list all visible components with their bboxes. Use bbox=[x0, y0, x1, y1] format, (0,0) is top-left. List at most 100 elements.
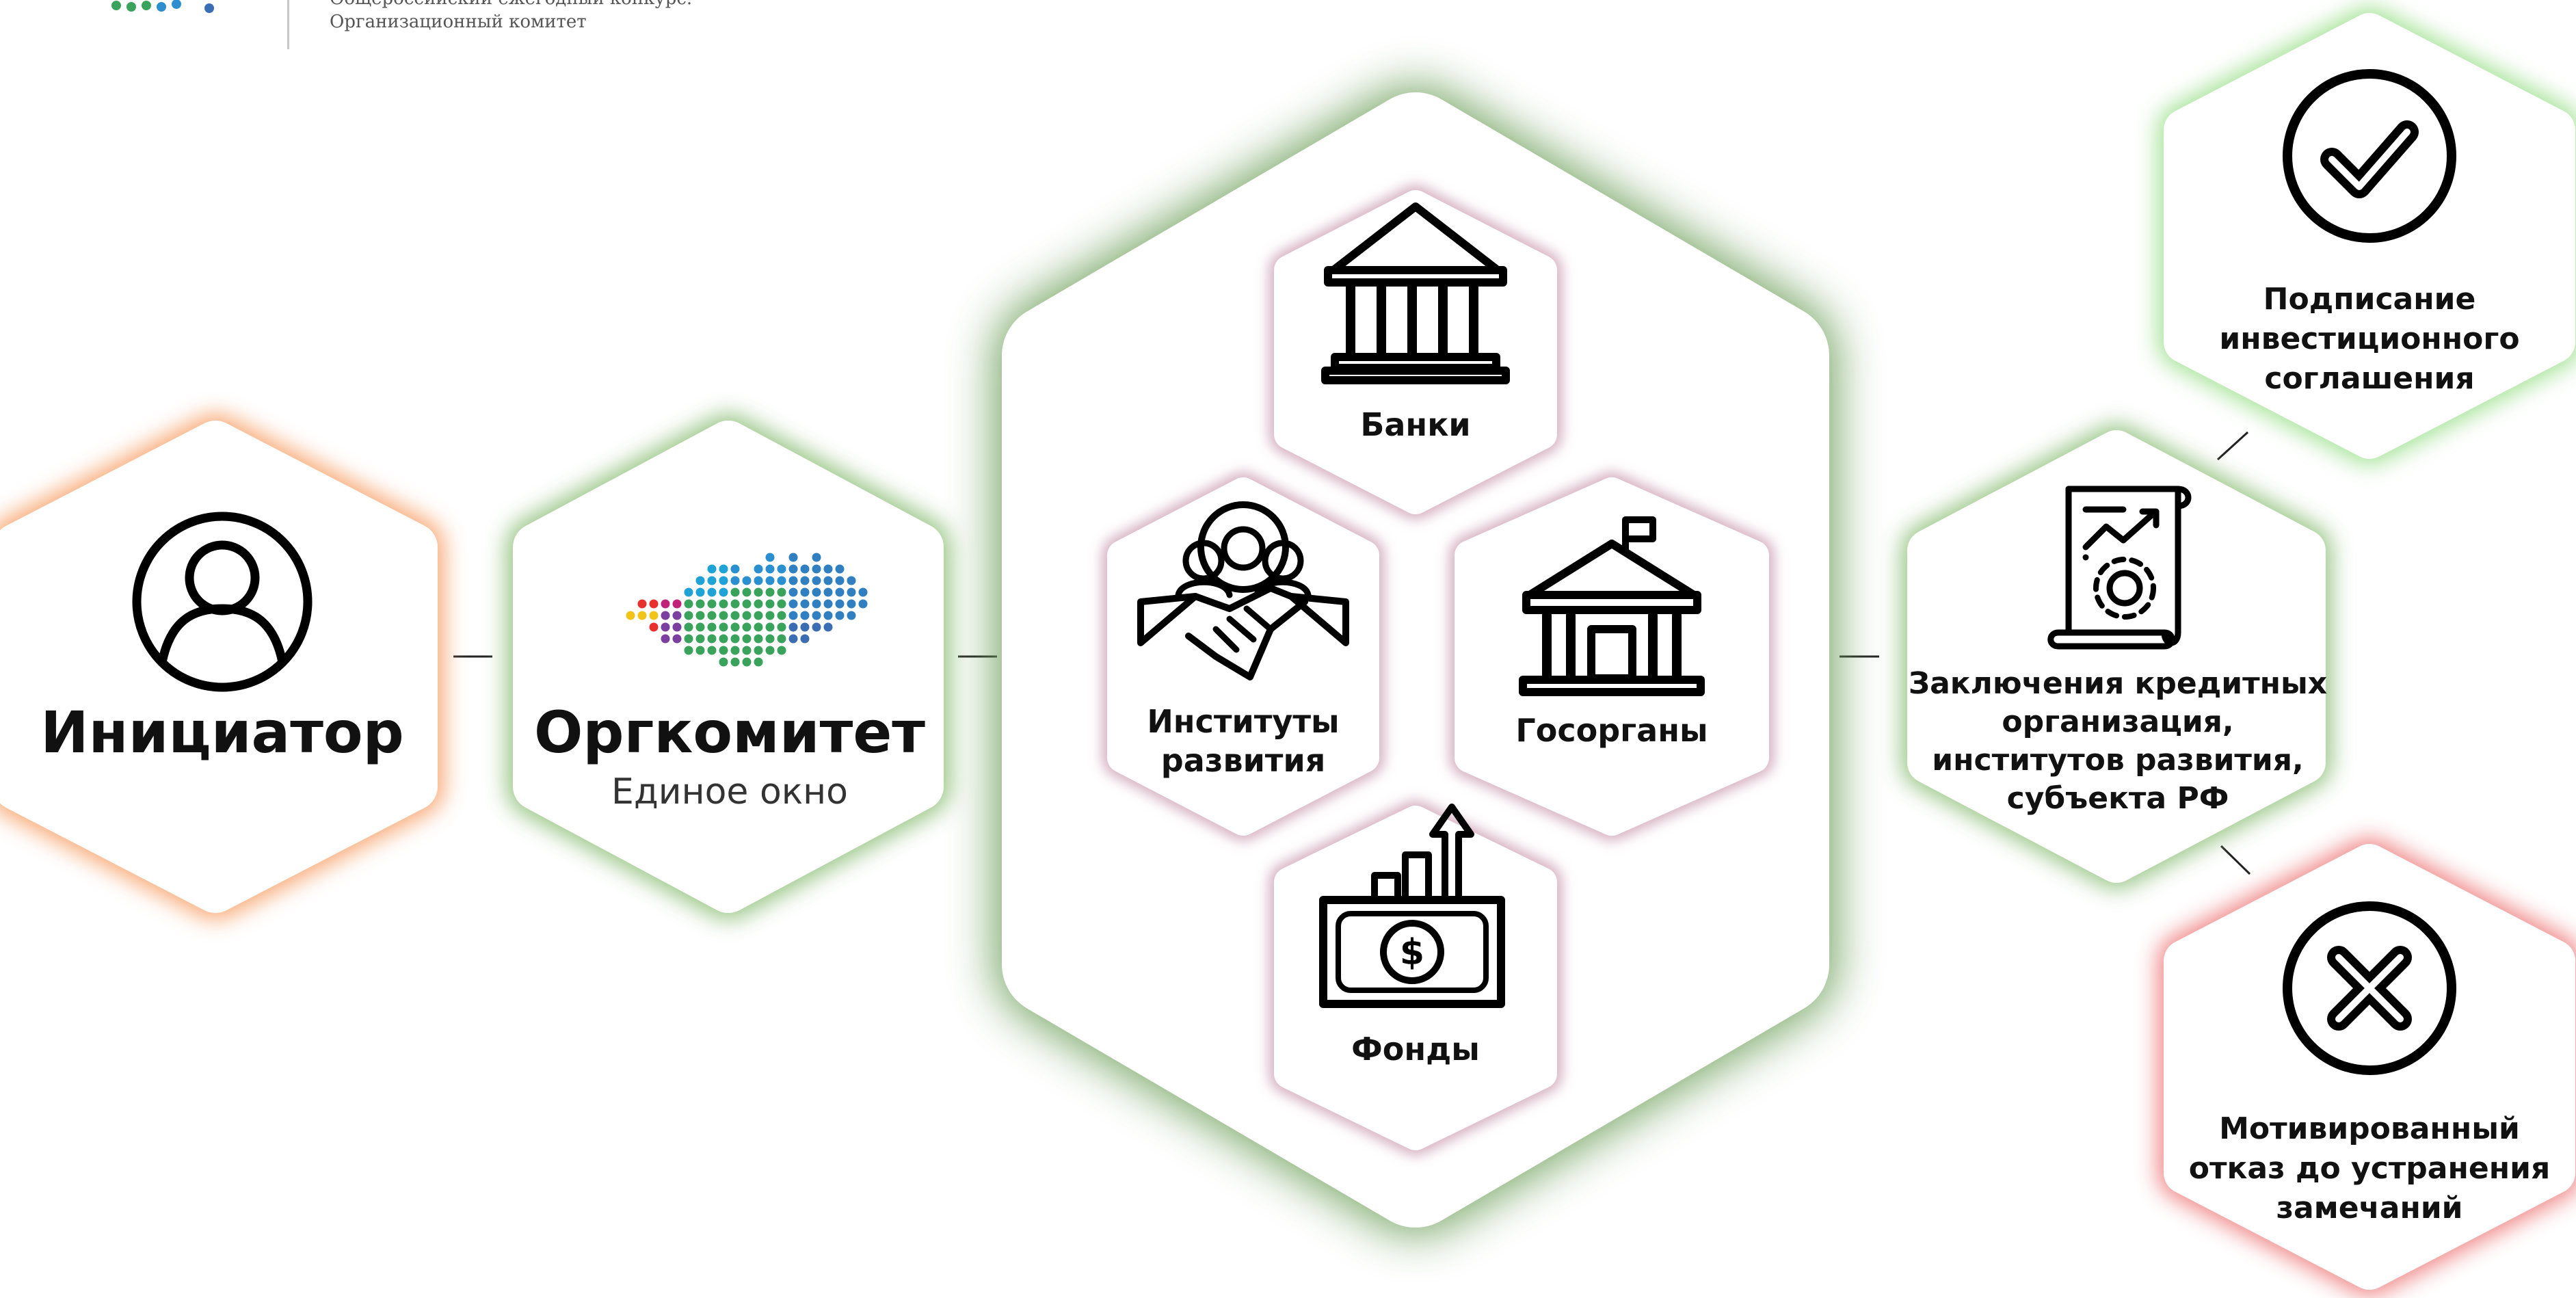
institutes-line1: Институты bbox=[1147, 703, 1339, 740]
map-dot bbox=[661, 611, 670, 620]
map-dot bbox=[754, 646, 763, 655]
signing-line1: Подписание bbox=[2263, 282, 2476, 317]
map-dot bbox=[707, 599, 717, 609]
map-dot bbox=[835, 587, 845, 597]
map-dot bbox=[637, 599, 647, 609]
map-dot bbox=[823, 576, 833, 585]
map-dot bbox=[765, 587, 775, 597]
connector-to-signing bbox=[2216, 431, 2249, 461]
map-dot bbox=[788, 611, 798, 620]
svg-text:$: $ bbox=[1400, 932, 1424, 973]
initiator-node[interactable]: Инициатор bbox=[0, 414, 444, 920]
gov-node[interactable]: Госорганы bbox=[1449, 472, 1775, 841]
map-dot bbox=[788, 587, 798, 597]
map-dot bbox=[777, 599, 786, 609]
map-dot bbox=[754, 657, 763, 667]
institutes-node[interactable]: Институты развития bbox=[1102, 472, 1385, 841]
map-dot bbox=[788, 576, 798, 585]
map-dot bbox=[695, 646, 705, 655]
initiator-label: Инициатор bbox=[40, 699, 404, 766]
map-dot bbox=[730, 646, 740, 655]
map-dot bbox=[754, 576, 763, 585]
map-dot bbox=[672, 634, 682, 644]
map-dot bbox=[719, 587, 728, 597]
map-dot bbox=[695, 587, 705, 597]
map-dot bbox=[661, 599, 670, 609]
map-dot bbox=[812, 553, 821, 562]
map-dot bbox=[823, 611, 833, 620]
map-dot bbox=[637, 611, 647, 620]
map-dot bbox=[719, 622, 728, 632]
orgcommittee-node[interactable]: Оргкомитет Единое окно bbox=[506, 414, 951, 920]
refusal-node[interactable]: Мотивированный отказ до устранения замеч… bbox=[2157, 838, 2576, 1296]
signing-line2: инвестиционного bbox=[2219, 321, 2519, 356]
map-dot bbox=[695, 576, 705, 585]
map-dot bbox=[788, 564, 798, 574]
map-dot bbox=[812, 576, 821, 585]
map-dot bbox=[707, 587, 717, 597]
russia-map-logo bbox=[626, 553, 868, 667]
conclusions-node[interactable]: Заключения кредитных организация, инстит… bbox=[1901, 424, 2332, 889]
map-dot bbox=[812, 564, 821, 574]
gov-label: Госорганы bbox=[1515, 712, 1708, 749]
map-dot bbox=[730, 599, 740, 609]
map-dot bbox=[719, 564, 728, 574]
refusal-line1: Мотивированный bbox=[2219, 1111, 2520, 1146]
map-dot bbox=[719, 657, 728, 667]
map-dot bbox=[754, 587, 763, 597]
header-line2: Организационный комитет bbox=[330, 12, 587, 32]
map-dot bbox=[788, 622, 798, 632]
map-dot bbox=[823, 599, 833, 609]
map-dot bbox=[765, 576, 775, 585]
bank-icon bbox=[1321, 202, 1510, 384]
map-dot bbox=[777, 587, 786, 597]
map-dot bbox=[695, 599, 705, 609]
map-dot bbox=[626, 611, 635, 620]
signing-node[interactable]: Подписание инвестиционного соглашения bbox=[2157, 7, 2576, 465]
map-dot bbox=[765, 622, 775, 632]
map-dot bbox=[684, 622, 693, 632]
map-dot bbox=[661, 634, 670, 644]
map-dot bbox=[800, 611, 810, 620]
map-dot bbox=[847, 576, 856, 585]
map-dot bbox=[742, 587, 752, 597]
map-dot bbox=[800, 634, 810, 644]
handshake-icon bbox=[1137, 501, 1349, 680]
map-dot bbox=[719, 576, 728, 585]
map-dot bbox=[742, 576, 752, 585]
map-dot bbox=[765, 564, 775, 574]
banks-node[interactable]: Банки bbox=[1269, 185, 1563, 520]
funds-label: Фонды bbox=[1351, 1031, 1480, 1068]
map-dot bbox=[649, 599, 659, 609]
map-dot bbox=[858, 587, 868, 597]
map-dot bbox=[847, 611, 856, 620]
map-dot bbox=[742, 611, 752, 620]
signing-line3: соглашения bbox=[2264, 361, 2474, 396]
map-dot bbox=[649, 622, 659, 632]
map-dot bbox=[800, 599, 810, 609]
map-dot bbox=[812, 599, 821, 609]
institutes-line2: развития bbox=[1161, 742, 1325, 779]
connectors bbox=[453, 431, 2251, 875]
funds-node[interactable]: $ Фонды bbox=[1269, 800, 1563, 1156]
map-dot bbox=[672, 622, 682, 632]
map-dot bbox=[707, 622, 717, 632]
map-dot bbox=[707, 564, 717, 574]
map-dot bbox=[730, 622, 740, 632]
map-dot bbox=[858, 599, 868, 609]
map-dot bbox=[788, 599, 798, 609]
map-dot bbox=[754, 564, 763, 574]
map-dot bbox=[777, 576, 786, 585]
map-dot bbox=[719, 646, 728, 655]
x-circle-icon bbox=[2283, 901, 2456, 1075]
map-dot bbox=[684, 611, 693, 620]
map-dot bbox=[684, 587, 693, 597]
map-dot bbox=[719, 634, 728, 644]
map-dot bbox=[695, 611, 705, 620]
map-dot bbox=[707, 611, 717, 620]
map-dot bbox=[754, 634, 763, 644]
government-building-icon bbox=[1519, 516, 1705, 696]
header-logo: Общероссийский ежегодный конкурс. Органи… bbox=[111, 0, 692, 49]
check-circle-icon bbox=[2283, 69, 2456, 243]
map-dot bbox=[777, 564, 786, 574]
